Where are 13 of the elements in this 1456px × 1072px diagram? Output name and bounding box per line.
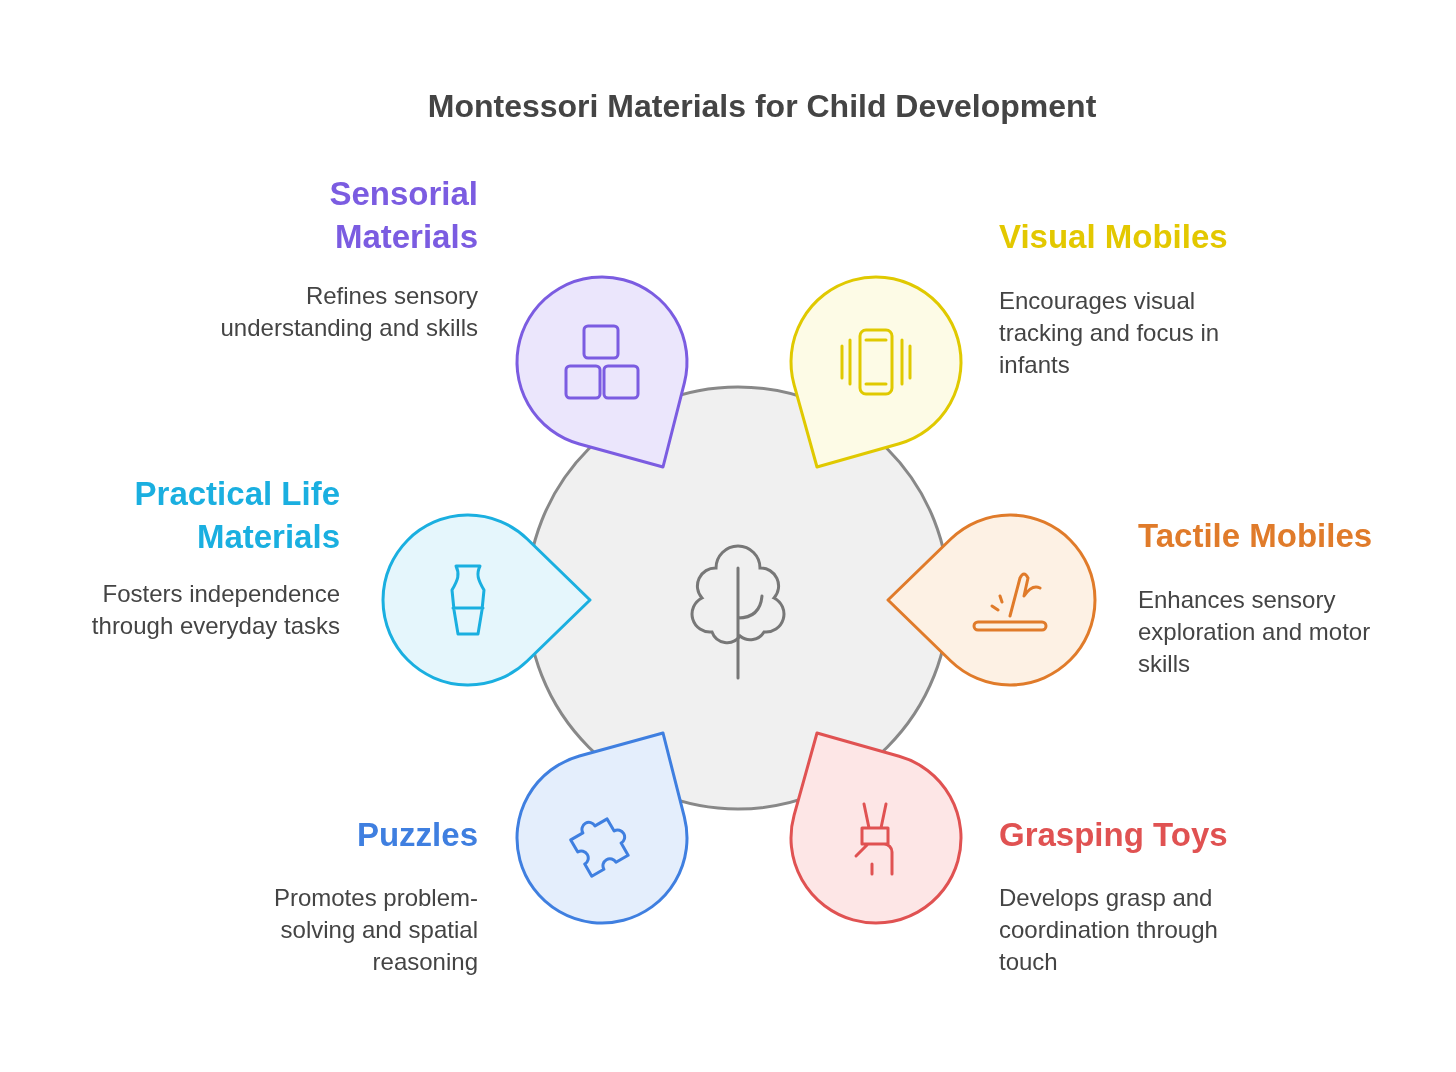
description-text: Develops grasp and coordination through touch — [999, 883, 1219, 977]
diagram-title: Montessori Materials for Child Development — [426, 88, 1098, 125]
category-heading: Grasping Toys — [999, 815, 1229, 855]
description-text: Encourages visual tracking and focus in infants — [999, 286, 1221, 380]
category-heading: Puzzles — [355, 815, 478, 855]
description-text: Refines sensory understanding and skills — [219, 281, 478, 343]
category-heading: Tactile Mobiles — [1138, 516, 1374, 556]
description-text: Fosters independence through everyday tasks — [90, 579, 340, 641]
category-heading: Visual Mobiles — [999, 217, 1229, 257]
description-text: Promotes problem-solving and spatial reasoning — [272, 883, 478, 977]
category-heading: Practical Life Materials — [133, 474, 340, 557]
category-heading: Sensorial Materials — [328, 174, 478, 257]
description-text: Enhances sensory exploration and motor skills — [1138, 585, 1372, 679]
